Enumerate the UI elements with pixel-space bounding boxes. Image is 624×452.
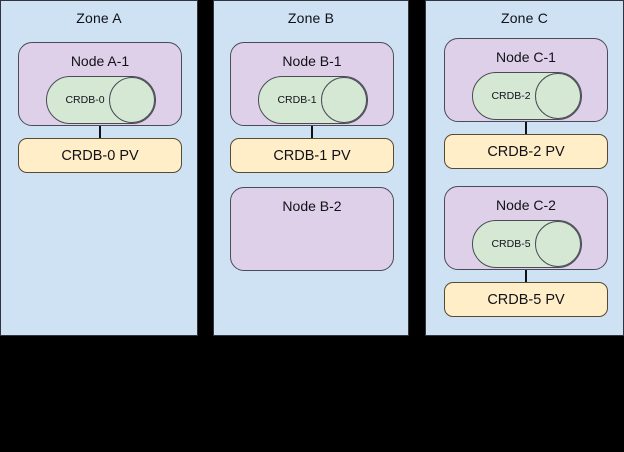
zone-b-container: Zone B Node B-1 CRDB-1 CRDB-1 PV Node B-…: [213, 0, 409, 336]
database-label-crdb-0: CRDB-0: [65, 94, 105, 106]
database-label-crdb-2: CRDB-2: [491, 90, 531, 102]
node-c-2-title: Node C-2: [496, 197, 556, 213]
node-b-2[interactable]: Node B-2: [230, 187, 394, 271]
node-c-1[interactable]: Node C-1 CRDB-2: [444, 38, 608, 122]
node-b-1-title: Node B-1: [282, 53, 342, 69]
zone-a-title: Zone A: [76, 10, 122, 26]
volume-crdb-1-pv[interactable]: CRDB-1 PV: [230, 138, 394, 173]
zone-a-container: Zone A Node A-1 CRDB-0 CRDB-0 PV: [0, 0, 198, 336]
volume-crdb-0-pv[interactable]: CRDB-0 PV: [18, 138, 182, 173]
database-cylinder-crdb-1[interactable]: CRDB-1: [258, 76, 368, 124]
connector-node-c-2-to-crdb-5-pv: [525, 270, 527, 282]
connector-node-b-1-to-crdb-1-pv: [311, 126, 313, 138]
node-a-1[interactable]: Node A-1 CRDB-0: [18, 42, 182, 126]
database-cylinder-crdb-5[interactable]: CRDB-5: [472, 220, 582, 268]
cylinder-cap-ellipse: [535, 73, 581, 119]
zone-c-title: Zone C: [500, 10, 549, 26]
database-label-crdb-5: CRDB-5: [491, 238, 531, 250]
node-a-1-title: Node A-1: [70, 53, 130, 69]
volume-crdb-2-pv[interactable]: CRDB-2 PV: [444, 134, 608, 169]
cylinder-cap-ellipse: [535, 221, 581, 267]
zone-b-title: Zone B: [287, 10, 335, 26]
database-label-crdb-1: CRDB-1: [277, 94, 317, 106]
cylinder-cap-ellipse: [321, 77, 367, 123]
connector-node-c-1-to-crdb-2-pv: [525, 122, 527, 134]
node-c-1-title: Node C-1: [496, 49, 556, 65]
connector-node-a-1-to-crdb-0-pv: [99, 126, 101, 138]
node-b-1[interactable]: Node B-1 CRDB-1: [230, 42, 394, 126]
node-b-2-title: Node B-2: [282, 198, 342, 214]
zone-c-container: Zone C Node C-1 CRDB-2 CRDB-2 PV Node C-…: [425, 0, 624, 336]
volume-crdb-5-pv[interactable]: CRDB-5 PV: [444, 282, 608, 317]
database-cylinder-crdb-2[interactable]: CRDB-2: [472, 72, 582, 120]
database-cylinder-crdb-0[interactable]: CRDB-0: [46, 76, 156, 124]
cylinder-cap-ellipse: [109, 77, 155, 123]
node-c-2[interactable]: Node C-2 CRDB-5: [444, 186, 608, 270]
